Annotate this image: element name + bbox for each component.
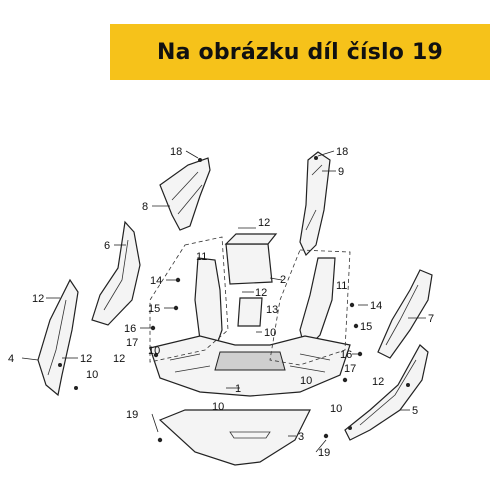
callout-12-left: 12 <box>32 293 44 305</box>
callout-10d: 10 <box>212 401 224 413</box>
assembly-outline-left <box>149 236 229 363</box>
callout-7: 7 <box>428 313 434 325</box>
part-3-detail <box>229 431 271 439</box>
callout-9: 9 <box>338 166 344 178</box>
callout-12-mid: 12 <box>255 287 267 299</box>
part-8-shape <box>159 157 211 231</box>
part-1-floor-ribs <box>169 353 331 373</box>
callout-18b: 18 <box>336 146 348 158</box>
part-8-detail <box>171 171 203 215</box>
part-5-shape <box>344 344 429 441</box>
callout-14b: 14 <box>370 300 382 312</box>
part-3-shape <box>158 409 311 466</box>
part-4-shape <box>37 278 79 397</box>
callout-1: 1 <box>235 383 241 395</box>
part-1-floor-recess <box>214 351 286 371</box>
callout-17b: 17 <box>344 363 356 375</box>
part-13-shape <box>237 297 263 327</box>
callout-14a: 14 <box>150 275 162 287</box>
callout-16b: 16 <box>340 349 352 361</box>
callout-15a: 15 <box>148 303 160 315</box>
callout-2: 2 <box>280 274 286 286</box>
callout-12-top: 12 <box>258 217 270 229</box>
part-5-detail <box>359 359 417 426</box>
callout-labels: 18 18 8 9 6 12 11 2 14 12 13 11 14 15 7 … <box>8 146 434 459</box>
banner-title: Na obrázku díl číslo 19 <box>157 39 443 65</box>
callout-19b: 19 <box>318 447 330 459</box>
fasteners <box>58 156 410 443</box>
leader-lines <box>21 150 426 453</box>
part-1-left-leg <box>194 257 223 351</box>
title-banner: Na obrázku díl číslo 19 <box>110 24 490 80</box>
callout-10-center: 10 <box>264 327 276 339</box>
part-7-detail <box>385 284 419 346</box>
callout-10b: 10 <box>86 369 98 381</box>
part-6-shape <box>91 220 141 326</box>
callout-12d: 12 <box>372 376 384 388</box>
callout-5: 5 <box>412 405 418 417</box>
part-9-shape <box>299 151 331 257</box>
callout-18a: 18 <box>170 146 182 158</box>
callout-6: 6 <box>104 240 110 252</box>
part-2-shape <box>225 243 273 285</box>
callout-13: 13 <box>266 304 278 316</box>
callout-11b: 11 <box>336 280 347 292</box>
callout-11a: 11 <box>196 251 207 263</box>
callout-19a: 19 <box>126 409 138 421</box>
callout-10c: 10 <box>300 375 312 387</box>
callout-10e: 10 <box>330 403 342 415</box>
callout-4: 4 <box>8 353 14 365</box>
callout-3: 3 <box>298 431 304 443</box>
part-6-detail <box>103 239 129 311</box>
callout-12b: 12 <box>113 353 125 365</box>
callout-12c: 12 <box>80 353 92 365</box>
callout-17a: 17 <box>126 337 138 349</box>
callout-10a: 10 <box>148 345 160 357</box>
part-2-lid <box>224 233 278 245</box>
assembly-outline-right <box>269 249 351 366</box>
callout-8: 8 <box>142 201 148 213</box>
callout-15b: 15 <box>360 321 372 333</box>
part-4-detail <box>47 299 67 376</box>
callout-16a: 16 <box>124 323 136 335</box>
part-9-detail <box>305 164 323 231</box>
part-7-shape <box>377 269 433 359</box>
